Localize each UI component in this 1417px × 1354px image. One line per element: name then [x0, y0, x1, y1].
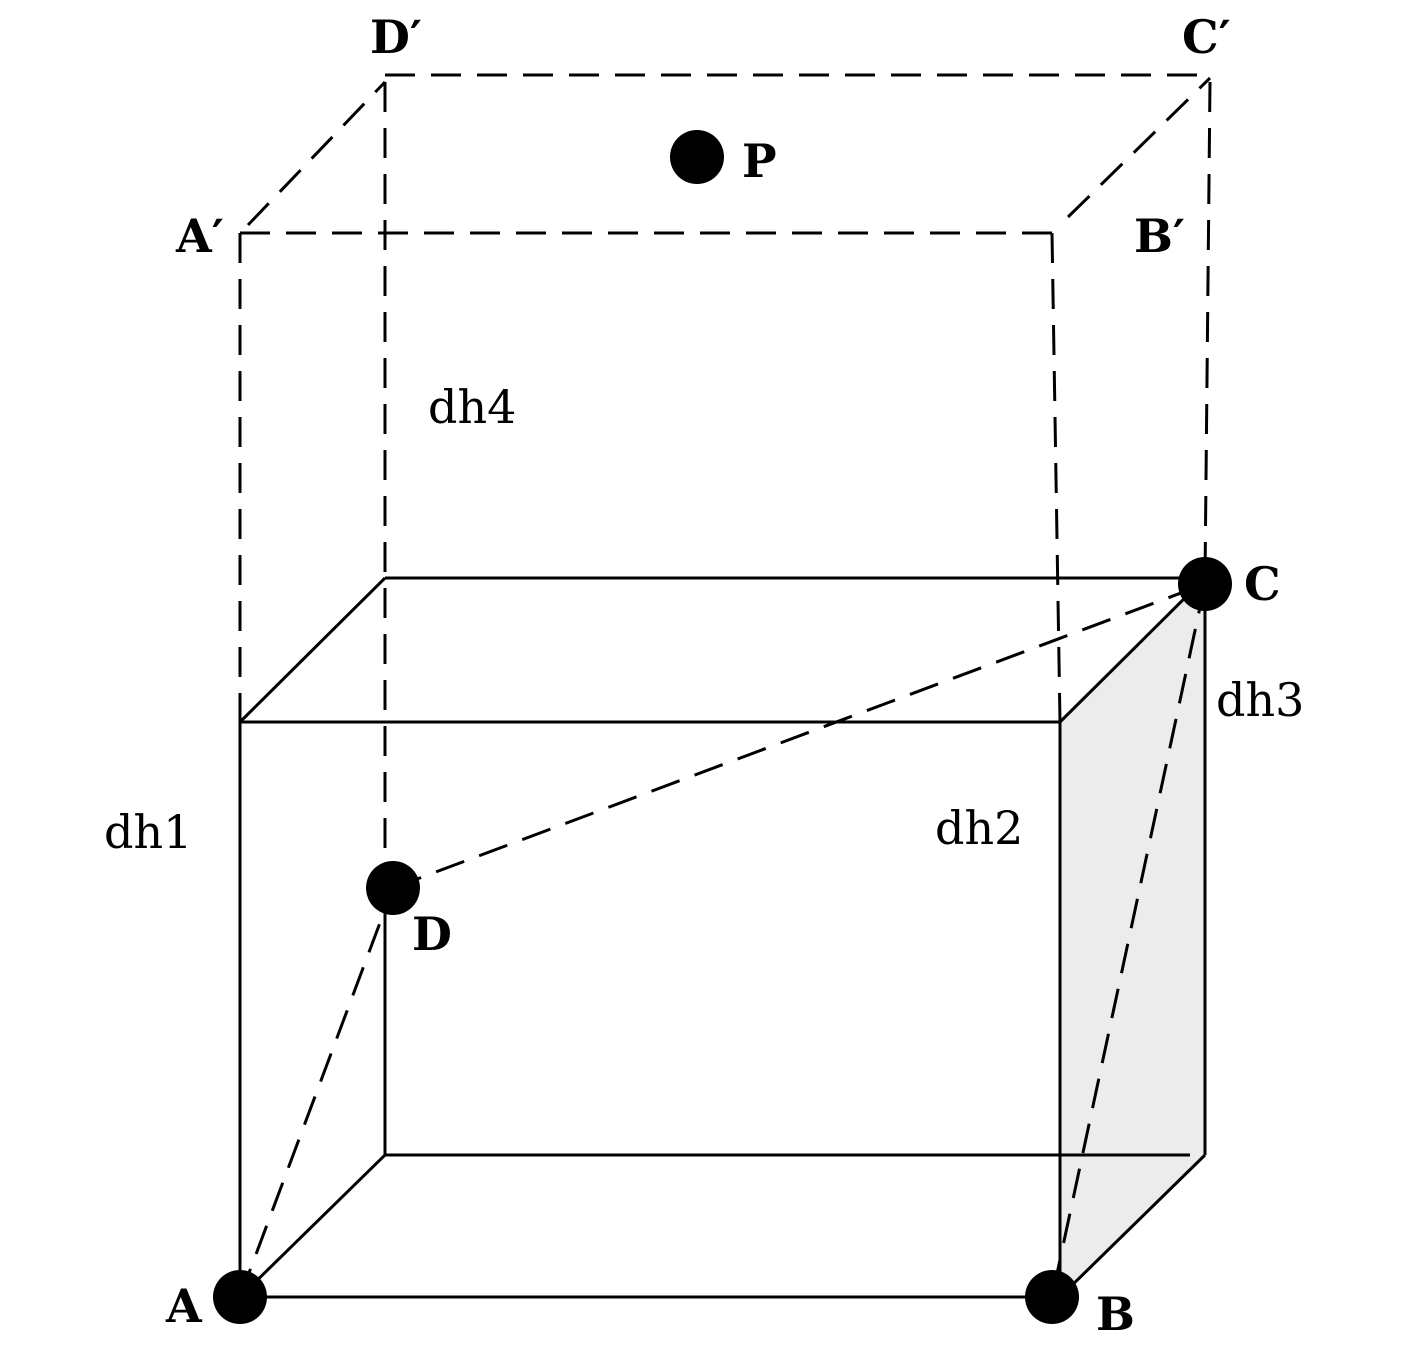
label-D: D: [412, 907, 452, 961]
edge-depth-bottom-right: [1058, 1153, 1207, 1299]
label-dh3: dh3: [1216, 673, 1304, 727]
label-P: P: [742, 134, 777, 188]
upper-box: [238, 73, 1212, 870]
point-C: [1178, 557, 1232, 611]
dashed-top-left-depth: [246, 80, 387, 227]
point-P: [670, 130, 724, 184]
label-dh2: dh2: [935, 801, 1023, 855]
lower-box: [238, 576, 1207, 1299]
point-A: [213, 1270, 267, 1324]
label-dh1: dh1: [104, 805, 192, 859]
edge-depth-bottom-left: [238, 1153, 387, 1299]
dashed-edge-AD: [238, 887, 395, 1298]
dashed-top-right-depth: [1066, 76, 1212, 219]
dashed-edge-DC: [392, 582, 1206, 890]
label-C: C: [1244, 557, 1281, 611]
label-B-prime: B′: [1134, 209, 1185, 263]
quad-ABCD: [238, 582, 1207, 1298]
shaded-right-face: [1060, 578, 1205, 1297]
label-A-prime: A′: [175, 209, 224, 263]
edge-depth-top-left: [238, 576, 387, 724]
dashed-vertical-C: [1203, 81, 1212, 579]
label-B: B: [1096, 1287, 1135, 1341]
dashed-vertical-B: [1050, 232, 1062, 723]
label-C-prime: C′: [1182, 10, 1231, 64]
point-D: [366, 861, 420, 915]
point-B: [1025, 1270, 1079, 1324]
edge-depth-top-right: [1058, 576, 1207, 724]
label-A: A: [165, 1279, 203, 1333]
dashed-edge-CB: [1050, 583, 1207, 1298]
label-D-prime: D′: [370, 10, 422, 64]
label-dh4: dh4: [428, 380, 516, 434]
